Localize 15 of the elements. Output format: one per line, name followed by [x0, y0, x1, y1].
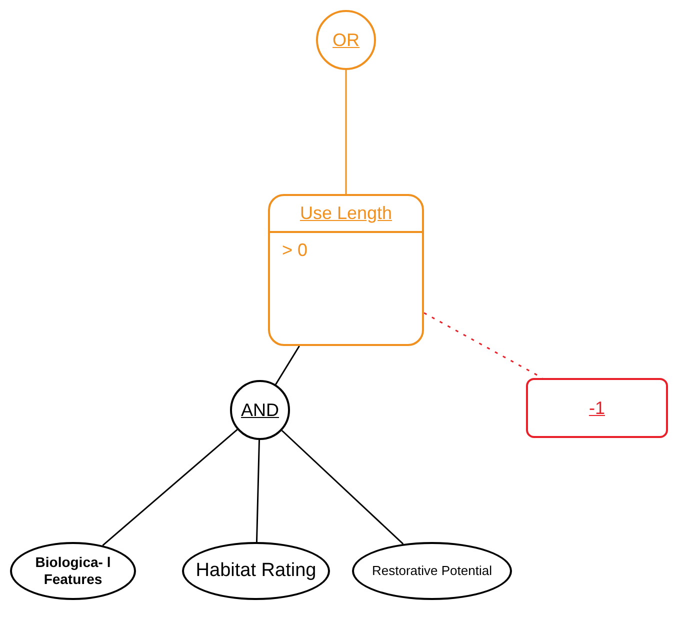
gate-label: OR — [332, 28, 360, 52]
connector-line — [256, 440, 260, 542]
attribute-name: Use Length — [270, 196, 422, 233]
input-label: Biologica- l Features — [34, 554, 112, 588]
condition-text: > 0 — [281, 239, 309, 262]
gate-label: AND — [240, 398, 279, 422]
value-box — [526, 378, 668, 438]
connector-line — [345, 70, 347, 194]
connector-line — [102, 429, 238, 546]
attribute-box — [268, 194, 424, 346]
input-label: Restorative Potential — [372, 562, 492, 580]
input-label: Habitat Rating — [196, 558, 316, 583]
value-label: -1 — [588, 396, 605, 420]
connector-line — [275, 346, 300, 385]
connector-line — [281, 430, 404, 544]
